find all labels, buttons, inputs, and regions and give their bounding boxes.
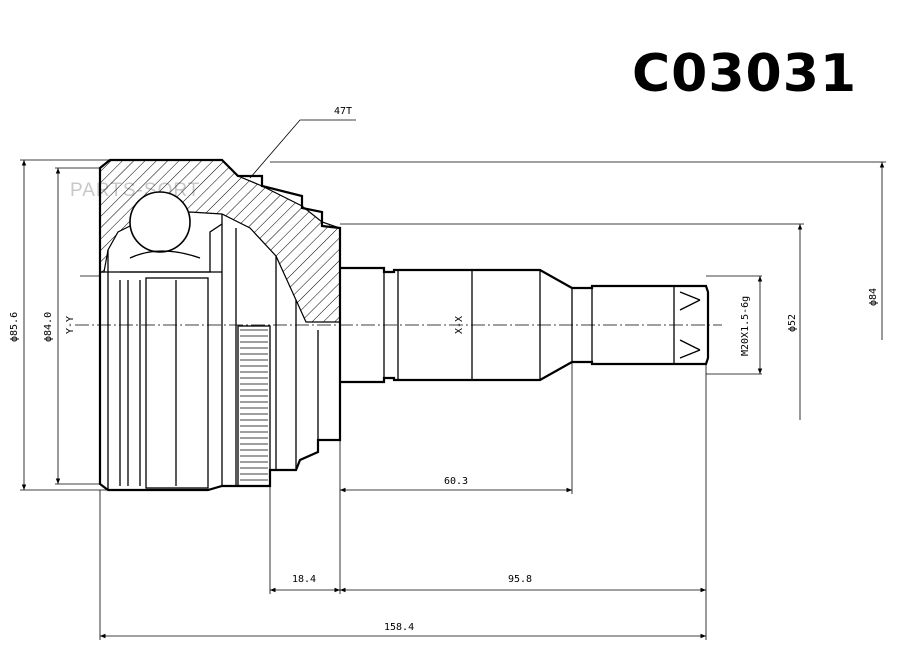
dim-flange-diameter: ϕ84 (868, 288, 879, 306)
dim-ring-length: 18.4 (292, 574, 316, 585)
dim-seal-diameter: ϕ52 (787, 314, 798, 332)
dim-total-length: 158.4 (384, 622, 414, 633)
dim-spline-length: 60.3 (444, 476, 468, 487)
part-number-title: C03031 (632, 44, 858, 104)
dim-body-diameter: ϕ84.0 (43, 312, 54, 342)
abs-ring (237, 325, 271, 487)
ball-bearing (129, 191, 191, 253)
stub-shaft (340, 266, 710, 384)
label-axis-y: Y-Y (65, 316, 76, 334)
label-thread: M20X1.5-6g (740, 296, 751, 356)
dim-outer-diameter: ϕ85.6 (9, 312, 20, 342)
dim-stub-length: 95.8 (508, 574, 532, 585)
label-teeth-count: 47T (334, 106, 352, 117)
label-axis-x: X-X (454, 316, 465, 334)
dimension-lines (21, 119, 885, 639)
